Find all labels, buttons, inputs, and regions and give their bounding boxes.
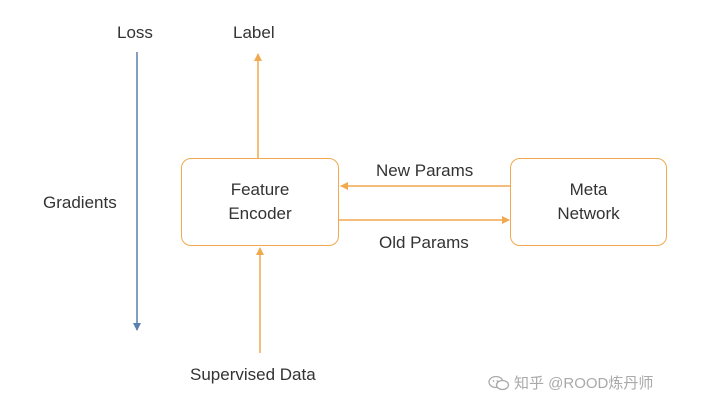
loss-label: Loss bbox=[117, 23, 153, 42]
new-params-label: New Params bbox=[376, 161, 474, 180]
watermark-text: 知乎 @ROOD炼丹师 bbox=[514, 375, 654, 392]
old-params-label: Old Params bbox=[379, 233, 469, 252]
label-output-label: Label bbox=[233, 23, 275, 42]
meta-network-line2: Network bbox=[557, 204, 620, 223]
feature-encoder-line1: Feature bbox=[230, 180, 290, 199]
feature-encoder-line2: Encoder bbox=[228, 204, 292, 223]
watermark: 知乎 @ROOD炼丹师 bbox=[488, 372, 653, 393]
chat-bubbles-icon bbox=[488, 375, 510, 391]
gradients-label: Gradients bbox=[43, 193, 117, 212]
feature-encoder-box: Feature Encoder bbox=[181, 158, 339, 246]
meta-network-box: Meta Network bbox=[510, 158, 667, 246]
supervised-data-label: Supervised Data bbox=[190, 365, 316, 384]
meta-network-line1: Meta bbox=[569, 180, 608, 199]
